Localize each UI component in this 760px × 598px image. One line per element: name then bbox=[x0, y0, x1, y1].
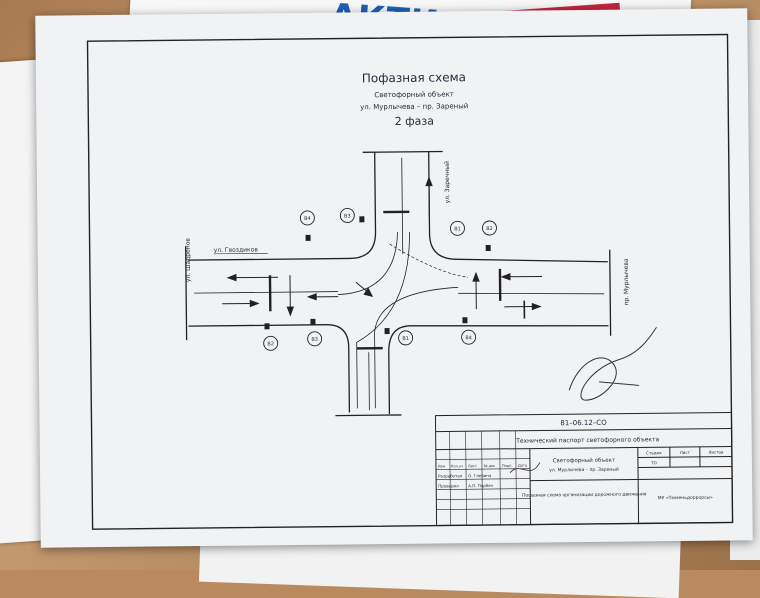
head-col: Подп. bbox=[502, 464, 513, 468]
arrow-west-v-head bbox=[287, 307, 293, 315]
traffic-light-icon bbox=[486, 245, 491, 251]
phase-label: 2 фаза bbox=[395, 115, 434, 128]
head-col: № док bbox=[484, 464, 495, 468]
scheme-location: ул. Мурлычева – пр. Зареный bbox=[360, 102, 468, 111]
rule bbox=[638, 456, 732, 457]
traffic-light-icons bbox=[263, 215, 491, 335]
signal-label: В4 bbox=[465, 335, 472, 341]
head-col: Кол.уч bbox=[451, 464, 463, 468]
centre-line-bottom bbox=[369, 352, 370, 410]
head-col: Лист bbox=[468, 464, 477, 468]
row-developer: Разработал bbox=[438, 473, 463, 478]
scheme-subtitle: Светофорный объект bbox=[374, 90, 454, 99]
signature bbox=[569, 327, 658, 400]
turn-path-3 bbox=[374, 287, 459, 408]
road-edge-sw bbox=[188, 324, 349, 414]
signal-label: В4 bbox=[304, 216, 311, 222]
traffic-light-icon bbox=[310, 319, 315, 325]
arrow-east-head bbox=[502, 274, 510, 280]
traffic-light-icon bbox=[306, 235, 311, 241]
traffic-light-icon bbox=[385, 328, 390, 334]
document-sheet: Пофазная схема Светофорный объект ул. Му… bbox=[35, 8, 753, 547]
street-left: ул. Шадренов bbox=[185, 238, 192, 283]
doc-code: 81–06.12–СО bbox=[560, 419, 607, 427]
road-edge-se bbox=[389, 324, 610, 414]
signal-label: В1 bbox=[454, 226, 461, 232]
road-edge-nw bbox=[187, 152, 376, 260]
drawing: Пофазная схема Светофорный объект ул. Му… bbox=[35, 8, 753, 547]
rule bbox=[530, 478, 732, 480]
centre-line-right bbox=[458, 292, 604, 296]
rule bbox=[436, 428, 732, 431]
head-col: Дата bbox=[518, 464, 527, 468]
rule bbox=[530, 449, 531, 525]
rule bbox=[638, 466, 732, 467]
signal-label: В3 bbox=[311, 337, 318, 343]
developer-name: О. Глебина bbox=[468, 473, 492, 478]
arrow-east-v-head bbox=[473, 273, 479, 281]
doc-title: Технический паспорт светофорного объекта bbox=[515, 436, 659, 445]
road-end-right bbox=[610, 250, 611, 336]
signal-label: В1 bbox=[402, 336, 409, 342]
sheet-description: Пофазная схема организации дорожного дви… bbox=[522, 491, 647, 498]
turn-path-dashed bbox=[390, 243, 468, 278]
signal-label: В2 bbox=[486, 226, 493, 232]
arrow-west-head bbox=[228, 275, 236, 281]
centre-line-left bbox=[194, 292, 338, 294]
rule bbox=[466, 431, 467, 525]
organization: МУ «Тюменьдоррорсы» bbox=[658, 495, 713, 502]
arrow-west2-head bbox=[250, 300, 258, 306]
col-sheet: Лист bbox=[680, 450, 691, 455]
row-checker: Проверил bbox=[438, 483, 459, 488]
signal-markers bbox=[262, 207, 497, 350]
object-location: ул. Мурлычева – пр. Зареный bbox=[549, 466, 619, 474]
signal-label: В3 bbox=[344, 213, 351, 219]
street-top-right: ул. Заречный bbox=[444, 161, 451, 203]
turn-path-1 bbox=[338, 232, 399, 295]
intersection-roads bbox=[185, 150, 612, 417]
centre-line-top bbox=[402, 158, 403, 254]
rule bbox=[500, 431, 501, 525]
road-end-bottom bbox=[335, 415, 401, 416]
head-col: Изм bbox=[438, 464, 446, 468]
traffic-light-icon bbox=[462, 317, 467, 323]
stage-value: ТО bbox=[650, 460, 657, 465]
traffic-light-icon bbox=[359, 216, 364, 222]
scheme-title: Пофазная схема bbox=[362, 70, 466, 85]
traffic-light-icon bbox=[264, 323, 269, 329]
arrow-north-head bbox=[426, 178, 432, 186]
rule bbox=[638, 447, 639, 523]
rule bbox=[516, 431, 517, 525]
arrow-turn-head bbox=[308, 294, 316, 300]
object-name: Светофорный объект bbox=[553, 457, 616, 465]
col-sheets: Листов bbox=[708, 450, 724, 455]
col-stage: Стадия bbox=[646, 450, 662, 455]
street-right: пр. Мурлычева bbox=[623, 258, 630, 305]
signal-label: В2 bbox=[267, 341, 274, 347]
street-top-left: ул. Гвоздиков bbox=[214, 246, 259, 253]
road-edge-ne bbox=[429, 150, 608, 264]
road-end-top bbox=[363, 151, 443, 152]
turn-path-2 bbox=[356, 232, 412, 409]
arrow-east2-head bbox=[532, 303, 540, 309]
checker-name: А.П. Порбеч bbox=[468, 483, 493, 488]
